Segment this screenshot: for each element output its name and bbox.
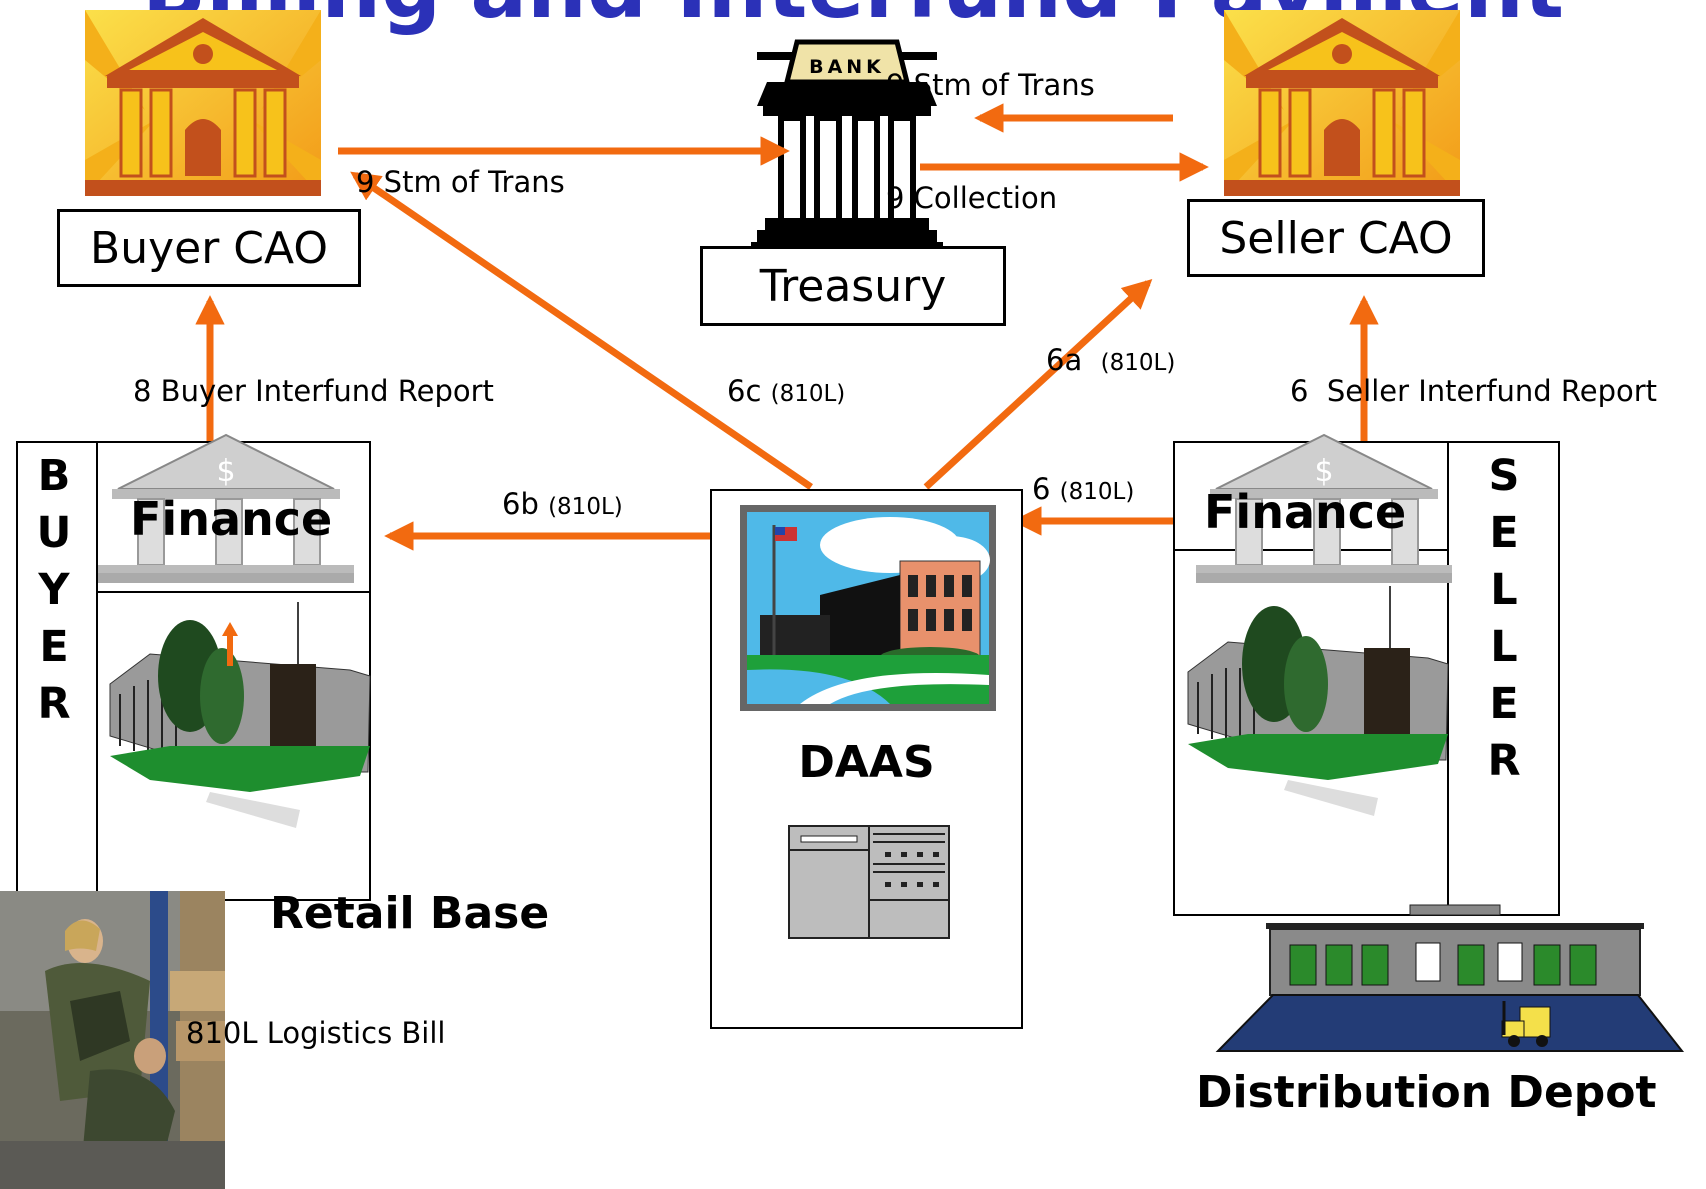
daas-label: DAAS [798,737,935,788]
label-9-stm-trans-seller: 9 Stm of Trans [886,68,1095,102]
label-6a: 6a (810L) [1046,343,1176,377]
label-6c: 6c (810L) [727,374,846,408]
buyer-cao-building-icon [85,10,321,196]
label-9-collection: 9 Collection [886,181,1058,215]
buyer-panel-divider [96,441,98,901]
label-6-seller-interfund: 6 Seller Interfund Report [1290,374,1658,408]
svg-text:$: $ [216,454,235,489]
arrow-6a-daas-to-seller-cao [923,279,1153,490]
bank-sign-label: BANK [809,56,885,78]
svg-text:$: $ [1314,454,1333,489]
logistics-bill-label: 810L Logistics Bill [186,1016,446,1050]
bank-icon [751,39,943,256]
buyer-finance-label: Finance [130,492,333,546]
seller-panel-hline [1173,549,1447,551]
seller-cao-box: Seller CAO [1187,199,1485,277]
buyer-cao-box: Buyer CAO [57,209,361,287]
seller-cao-building-icon [1224,10,1460,196]
label-6-depot: 6 (810L) [1032,472,1135,506]
treasury-box: Treasury [700,246,1006,326]
seller-finance-label: Finance [1204,485,1407,539]
retail-base-label: Retail Base [270,888,550,939]
label-9-stm-trans-buyer: 9 Stm of Trans [356,165,565,199]
label-8-buyer-interfund: 8 Buyer Interfund Report [133,374,494,408]
distribution-depot-label: Distribution Depot [1196,1067,1657,1118]
label-6b: 6b (810L) [502,487,623,521]
flow-arrows [195,103,1379,551]
arrow-6c-daas-to-buyer-cao [350,171,813,490]
buyer-panel-hline [96,591,371,593]
